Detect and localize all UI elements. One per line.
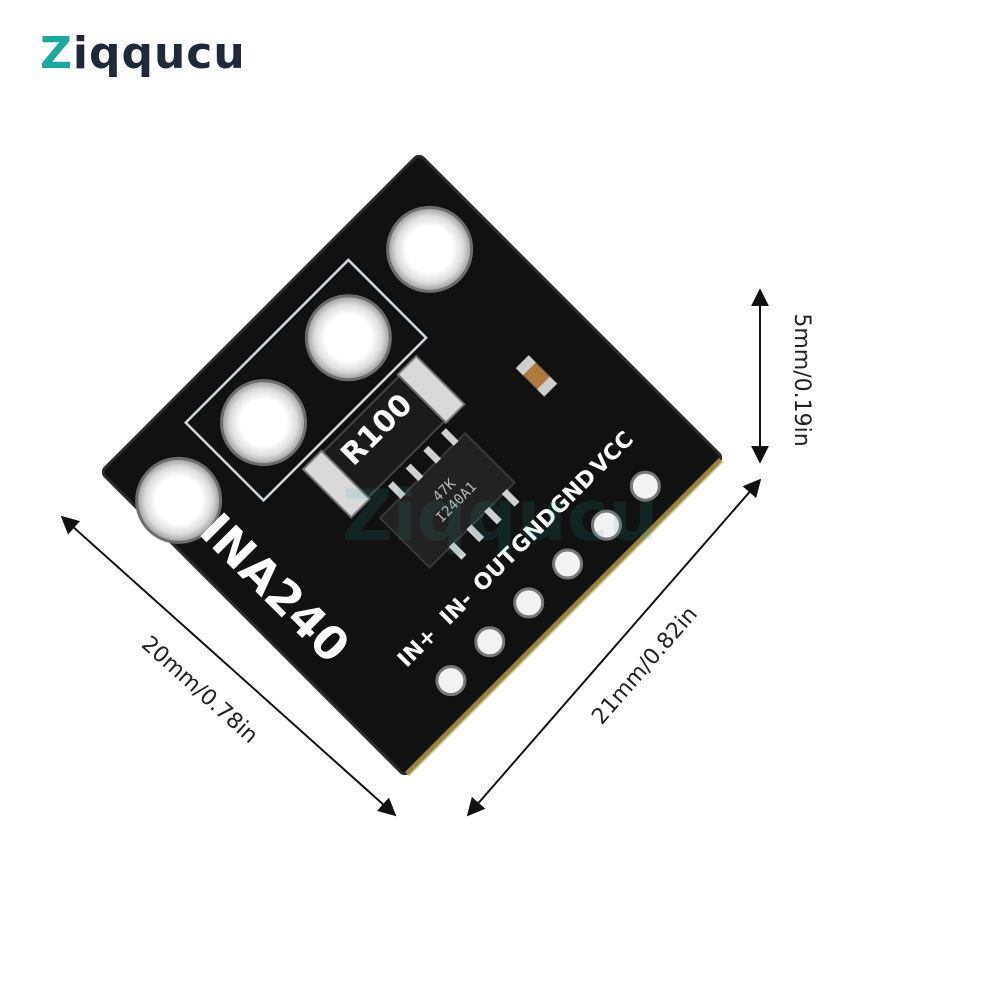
width-dimension-label: 20mm/0.78in: [136, 632, 262, 749]
width-dimension-arrow: [60, 515, 397, 817]
brand-logo: Ziqqucu: [40, 28, 246, 79]
capacitor: [515, 354, 558, 398]
large-pad-1: [386, 205, 474, 293]
silkscreen-box: [183, 258, 428, 503]
logo-z: Z: [40, 28, 73, 79]
length-dimension-label: 21mm/0.82in: [587, 602, 703, 730]
large-pad-2: [304, 294, 392, 382]
watermark: Ziqqucu: [342, 475, 658, 557]
large-pad-3: [220, 379, 308, 467]
logo-text: iqqucu: [72, 28, 246, 79]
shunt-resistor: R100: [301, 354, 466, 519]
thickness-dimension-label: 5mm/0.19in: [789, 313, 814, 446]
length-dimension-arrow: [466, 478, 762, 817]
